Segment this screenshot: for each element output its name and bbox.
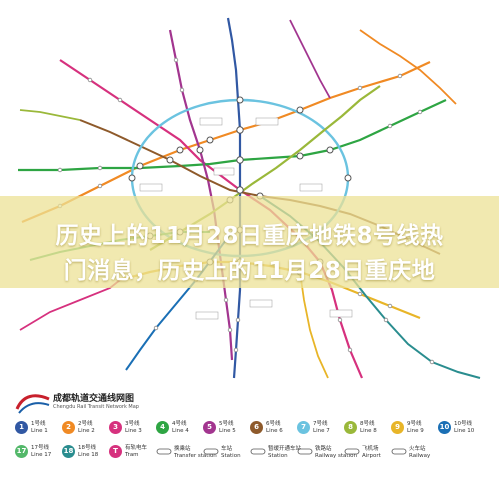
headline-banner — [0, 196, 499, 288]
metro-line-5 — [168, 29, 234, 361]
legend-symbol-en: Station — [221, 453, 241, 459]
metro-line-northeast-branch — [359, 29, 457, 105]
line-badge-icon: 10 — [438, 421, 451, 434]
legend-line-cn: 1号线 — [31, 421, 46, 427]
train-icon — [391, 448, 407, 455]
legend-line-cn: 8号线 — [360, 421, 375, 427]
station-icon — [203, 448, 219, 455]
line-badge-icon: 4 — [156, 421, 169, 434]
metro-line-west-branch — [19, 109, 81, 121]
line-badge-icon: 8 — [344, 421, 357, 434]
legend-line-en: Line 9 — [407, 428, 424, 434]
legend-line-en: Line 2 — [78, 428, 95, 434]
station-label-boxes — [139, 117, 353, 320]
station-pending-icon — [250, 448, 266, 455]
legend-symbol-cn: 换乘站 — [174, 446, 191, 452]
transfer-station-icon — [156, 448, 172, 455]
legend-line-en: Line 6 — [266, 428, 283, 434]
map-brand: 成都轨道交通线网图 Chengdu Rail Transit Network M… — [15, 387, 165, 421]
metro-line-4 — [18, 99, 447, 172]
legend-line-cn: 10号线 — [454, 421, 472, 427]
legend-line-cn: 7号线 — [313, 421, 328, 427]
legend-line-en: Tram — [125, 452, 139, 458]
legend-symbol-cn: 铁路站 — [315, 446, 332, 452]
chengdu-metro-logo-icon — [15, 394, 50, 414]
legend-line-cn: 有轨电车 — [125, 445, 148, 451]
legend-symbol-cn: 飞机场 — [362, 446, 379, 452]
legend-symbol-en: Railway station — [315, 453, 357, 459]
legend-line-en: Line 7 — [313, 428, 330, 434]
legend-line-cn: 9号线 — [407, 421, 422, 427]
line-badge-icon: 17 — [15, 445, 28, 458]
legend-line-en: Line 1 — [31, 428, 48, 434]
line-badge-icon: 18 — [62, 445, 75, 458]
airport-icon — [344, 448, 360, 455]
railway-station-icon — [297, 448, 313, 455]
line-badge-icon: 6 — [250, 421, 263, 434]
map-brand-subtitle: Chengdu Rail Transit Network Map — [53, 404, 139, 410]
legend-symbol-cn: 车站 — [221, 446, 233, 452]
legend-line-en: Line 18 — [78, 452, 99, 458]
headline-line-1: 历史上的11月28日重庆地铁8号线热 — [55, 223, 444, 249]
line-badge-icon: 9 — [391, 421, 404, 434]
map-legend-panel: 成都轨道交通线网图 Chengdu Rail Transit Network M… — [15, 383, 485, 491]
legend-line-cn: 6号线 — [266, 421, 281, 427]
legend-symbol-en: Transfer station — [174, 453, 217, 459]
line-badge-icon: 1 — [15, 421, 28, 434]
line-badge-icon: 7 — [297, 421, 310, 434]
legend-line-cn: 17号线 — [31, 445, 49, 451]
legend-line-en: Line 4 — [172, 428, 189, 434]
legend-line-cn: 2号线 — [78, 421, 93, 427]
legend-line-en: Line 17 — [31, 452, 52, 458]
line-badge-icon: T — [109, 445, 122, 458]
map-brand-title: 成都轨道交通线网图 — [53, 394, 135, 404]
legend-line-cn: 5号线 — [219, 421, 234, 427]
legend-line-en: Line 5 — [219, 428, 236, 434]
metro-line-south-branch — [299, 271, 329, 379]
legend-line-cn: 3号线 — [125, 421, 140, 427]
legend-symbol-en: Airport — [362, 453, 381, 459]
line-badge-icon: 3 — [109, 421, 122, 434]
legend-symbol-en: Railway — [409, 453, 431, 459]
headline-line-2: 门消息，历史上的11月28日重庆地 — [63, 258, 436, 284]
legend-line-cn: 4号线 — [172, 421, 187, 427]
legend-symbol-cn: 火车站 — [409, 446, 426, 452]
legend-symbol-en: Station — [268, 453, 288, 459]
legend-line-cn: 18号线 — [78, 445, 96, 451]
legend-line-en: Line 10 — [454, 428, 475, 434]
legend-line-en: Line 8 — [360, 428, 377, 434]
legend-line-en: Line 3 — [125, 428, 142, 434]
line-badge-icon: 5 — [203, 421, 216, 434]
legend-symbol-cn: 暂缓开通车站 — [268, 446, 302, 452]
line-badge-icon: 2 — [62, 421, 75, 434]
metro-line-north-branch — [289, 19, 331, 99]
